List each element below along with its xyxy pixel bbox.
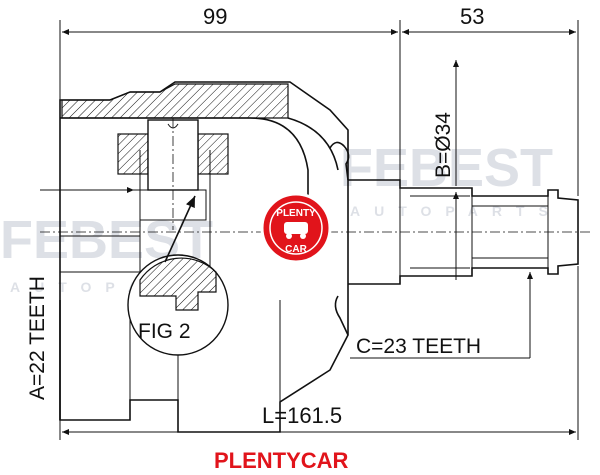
footer-brand: PLENTYCAR <box>214 448 349 473</box>
dim-length: L=161.5 <box>59 266 579 440</box>
dim-inner-teeth-label: A=22 TEETH <box>26 276 49 400</box>
plentycar-badge: PLENTY CAR <box>260 192 332 264</box>
badge-top-text: PLENTY <box>276 208 316 219</box>
dim-bore-label: B=Ø34 <box>432 112 455 178</box>
dim-bore: B=Ø34 <box>432 60 459 280</box>
dim-length-label: L=161.5 <box>262 403 342 428</box>
fig2-detail: FIG 2 <box>127 195 229 356</box>
dim-53-label: 53 <box>460 4 484 29</box>
dim-outer-teeth: C=23 TEETH <box>350 272 533 359</box>
car-icon <box>284 222 308 234</box>
dim-99-label: 99 <box>203 4 227 29</box>
watermark-subtitle-right: AUTOPARTS <box>350 203 562 219</box>
dim-outer-teeth-label: C=23 TEETH <box>356 335 481 358</box>
dim-top: 99 53 <box>59 4 579 196</box>
fig2-label: FIG 2 <box>138 320 191 343</box>
seal-boot <box>329 141 350 336</box>
outer-housing <box>59 81 349 433</box>
stub-shaft <box>348 179 579 285</box>
bearing-cage <box>117 118 229 230</box>
badge-bottom-text: CAR <box>285 244 307 255</box>
